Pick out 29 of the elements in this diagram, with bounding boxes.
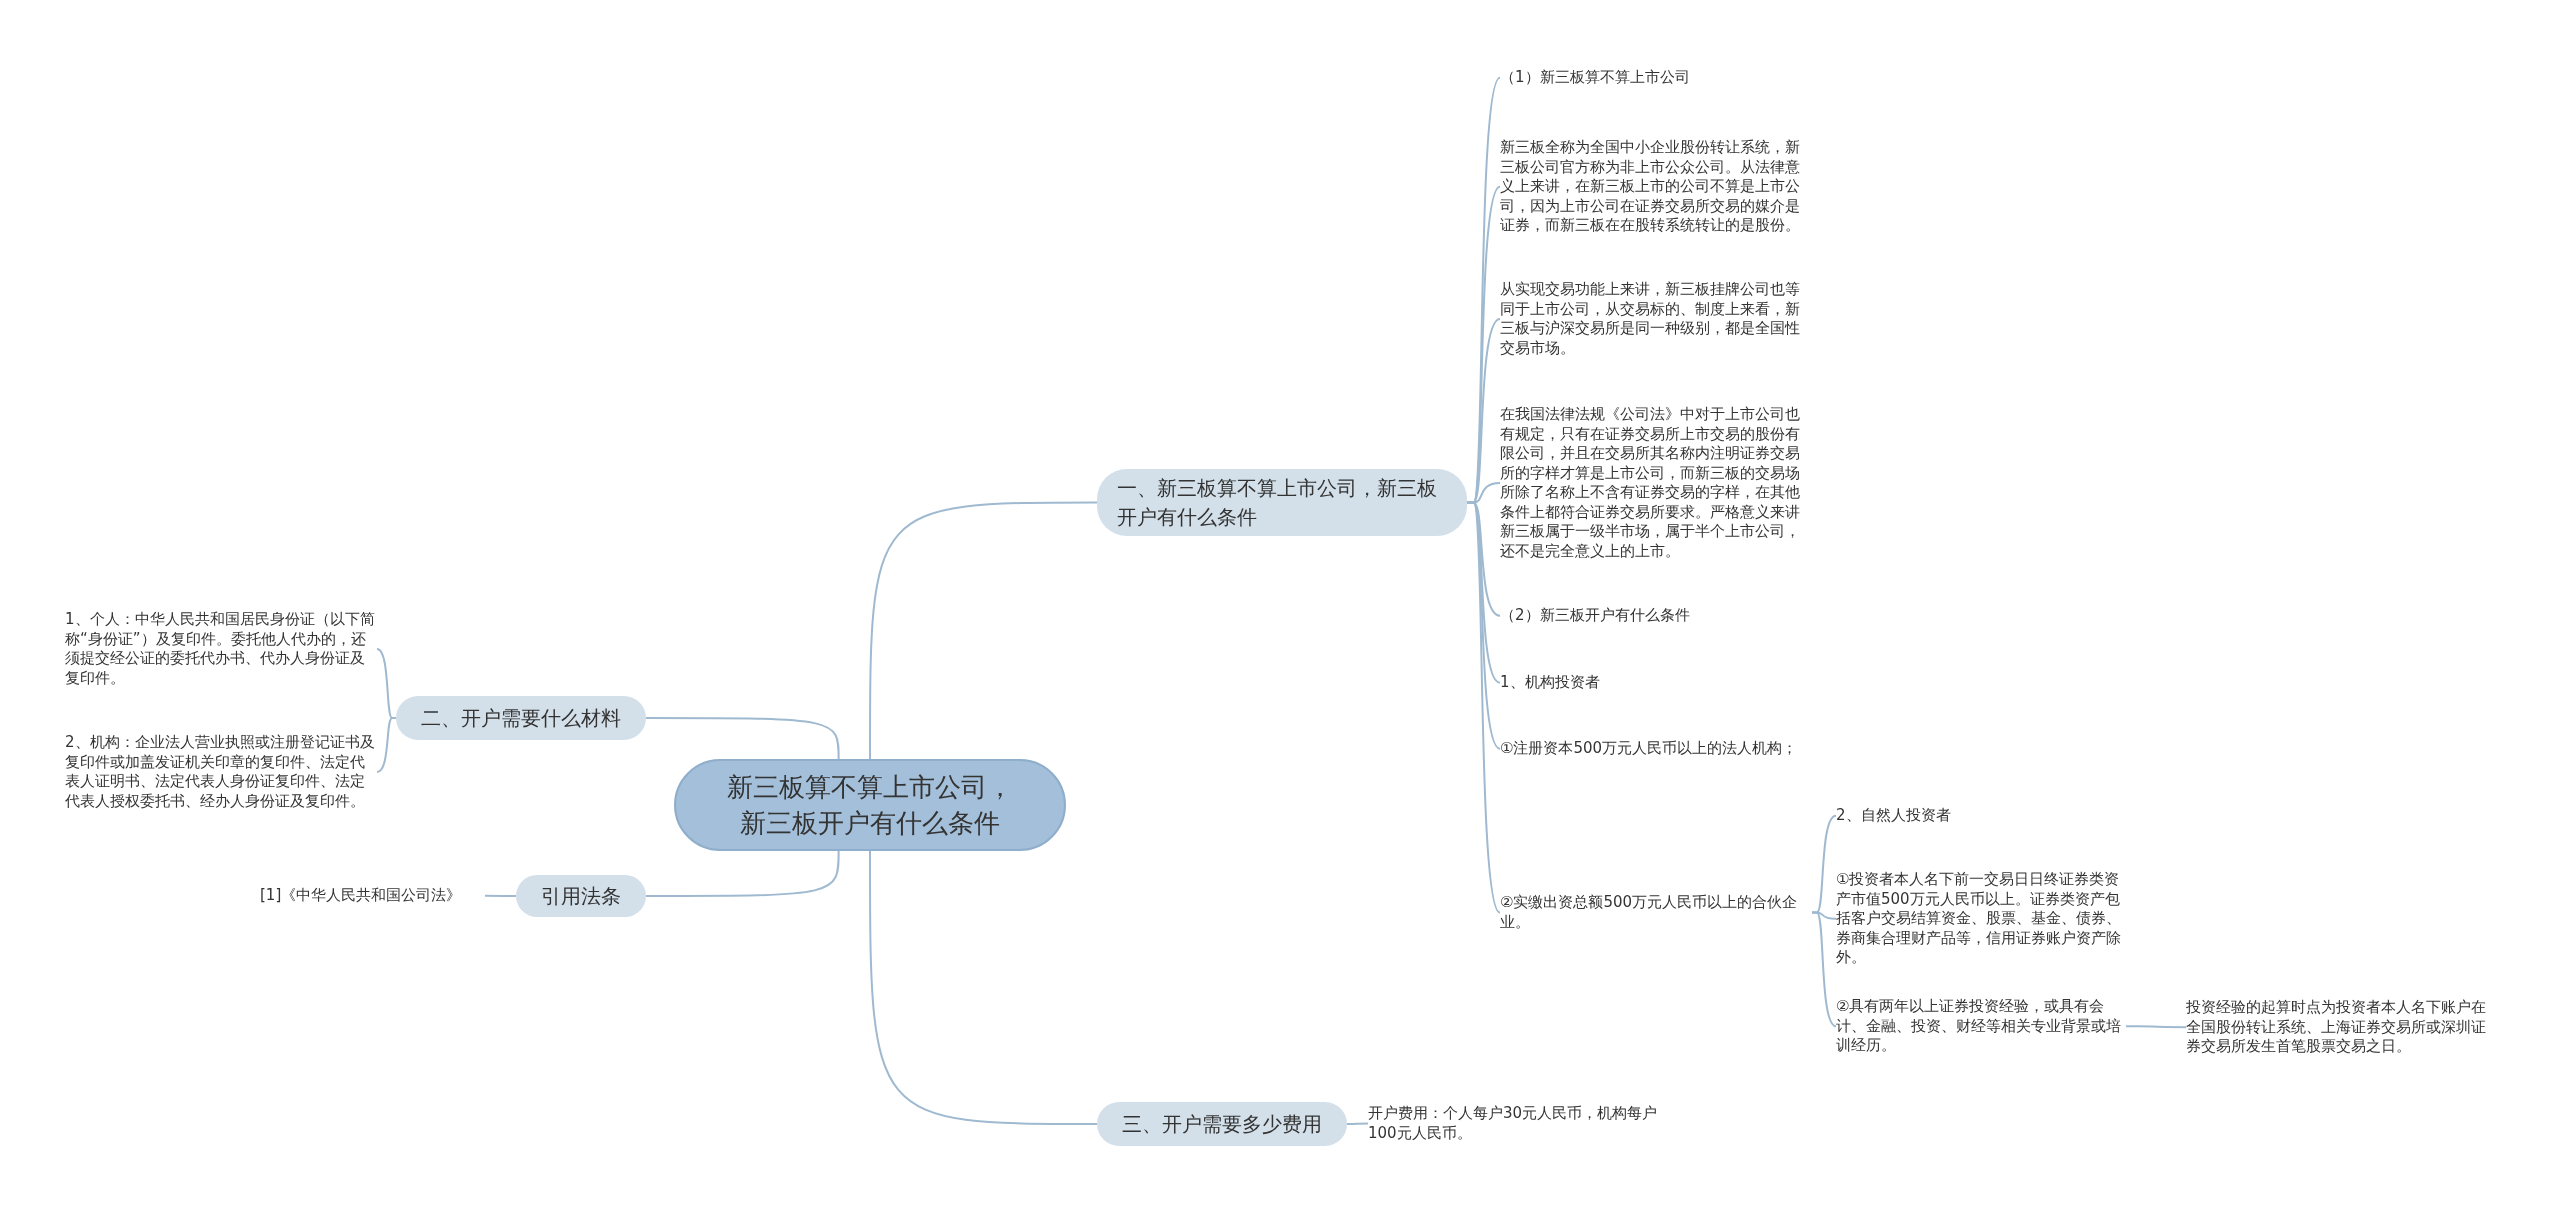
note-text: 在我国法律法规《公司法》中对于上市公司也有规定，只有在证券交易所上市交易的股份有限公司，并且在交易所其名称内注明证券交易所的字样才算是上市公司，而新三板的交易场所除了名称上不含有证券交易的字样，在其他条件上都符合证券交易所要求。严格意义来讲新三板属于一级半市场，属于半个上市公司，还不是完全意义上的上市。 xyxy=(1500,405,1804,561)
connector xyxy=(484,894,517,897)
connector xyxy=(1811,911,1837,1028)
note-text: 开户费用：个人每户30元人民币，机构每户100元人民币。 xyxy=(1368,1104,1670,1143)
connector xyxy=(1346,1122,1369,1125)
connector xyxy=(869,501,1098,760)
note-text: 新三板全称为全国中小企业股份转让系统，新三板公司官方称为非上市公众公司。从法律意义上来讲，在新三板上市的公司不算是上市公司，因为上市公司在证券交易所交易的媒介是证券，而新三板在在股转系统转让的是股份。 xyxy=(1500,138,1804,236)
note-text: 从实现交易功能上来讲，新三板挂牌公司也等同于上市公司，从交易标的、制度上来看，新三板与沪深交易所是同一种级别，都是全国性交易市场。 xyxy=(1500,280,1804,358)
note-text: ②实缴出资总额500万元人民币以上的合伙企业。 xyxy=(1500,893,1812,932)
note-text: 2、自然人投资者 xyxy=(1836,806,2116,826)
central-topic: 新三板算不算上市公司，新三板开户有什么条件 xyxy=(674,759,1066,851)
note-text: 1、机构投资者 xyxy=(1500,673,1820,693)
note-text: （1）新三板算不算上市公司 xyxy=(1500,68,1820,88)
note-text: 1、个人：中华人民共和国居民身份证（以下简称“身份证”）及复印件。委托他人代办的，还须提交经公证的委托代办书、代办人身份证及复印件。 xyxy=(65,610,377,688)
connector xyxy=(645,850,840,897)
note-text: ②具有两年以上证券投资经验，或具有会计、金融、投资、财经等相关专业背景或培训经历。 xyxy=(1836,997,2126,1056)
connector xyxy=(869,850,1098,1125)
note-text: 投资经验的起算时点为投资者本人名下账户在全国股份转让系统、上海证券交易所或深圳证券交易所发生首笔股票交易之日。 xyxy=(2186,998,2490,1057)
note-text: 2、机构：企业法人营业执照或注册登记证书及复印件或加盖发证机关印章的复印件、法定代表人证明书、法定代表人身份证复印件、法定代表人授权委托书、经办人身份证及复印件。 xyxy=(65,733,377,811)
note-text: （2）新三板开户有什么条件 xyxy=(1500,606,1820,626)
connector xyxy=(645,717,840,760)
connector xyxy=(2125,1025,2187,1029)
topic-pill: 二、开户需要什么材料 xyxy=(396,696,646,740)
note-text: ①投资者本人名下前一交易日日终证券类资产市值500万元人民币以上。证券类资产包括客户交易结算资金、股票、基金、债券、券商集合理财产品等，信用证券账户资产除外。 xyxy=(1836,870,2126,968)
note-text: [1]《中华人民共和国公司法》 xyxy=(260,886,485,906)
note-text: ①注册资本500万元人民币以上的法人机构； xyxy=(1500,739,1820,759)
topic-pill: 三、开户需要多少费用 xyxy=(1097,1102,1347,1146)
topic-pill: 引用法条 xyxy=(516,875,646,917)
topic-pill: 一、新三板算不算上市公司，新三板开户有什么条件 xyxy=(1097,469,1467,536)
